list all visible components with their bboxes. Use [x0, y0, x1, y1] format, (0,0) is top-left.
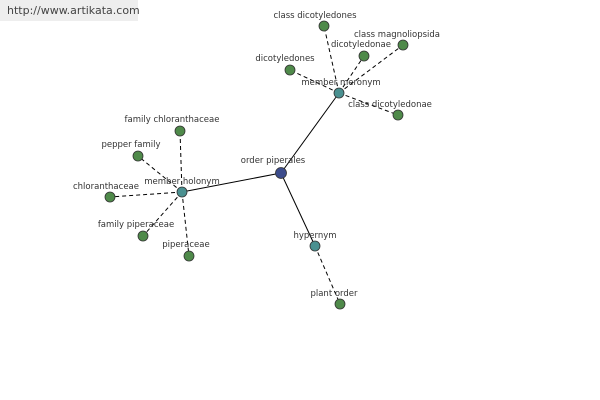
- edge-member-meronym-to-dicotyledonae: [338, 55, 365, 94]
- node-label-dicotyledonae[interactable]: dicotyledonae: [331, 40, 391, 50]
- node-class-dicotyledones[interactable]: [318, 20, 330, 32]
- node-plant-order[interactable]: [334, 298, 346, 310]
- watermark-link[interactable]: http://www.artikata.com: [0, 0, 140, 21]
- node-label-class-dicotyledones[interactable]: class dicotyledones: [273, 11, 357, 21]
- edge-member-holonym-to-family-piperaceae: [142, 191, 183, 237]
- edge-order-piperales-to-member-holonym: [181, 172, 282, 193]
- node-dicotyledonae[interactable]: [358, 50, 370, 62]
- node-label-member-holonym[interactable]: member holonym: [144, 177, 219, 187]
- edge-member-meronym-to-class-magnoliopsida: [338, 44, 404, 94]
- edge-member-meronym-to-dicotyledones: [289, 69, 340, 94]
- node-label-class-magnoliopsida[interactable]: class magnoliopsida: [354, 30, 440, 40]
- edge-order-piperales-to-hypernym: [280, 172, 316, 247]
- node-hypernym[interactable]: [309, 240, 321, 252]
- node-chloranthaceae[interactable]: [104, 191, 116, 203]
- edge-hypernym-to-plant-order: [314, 245, 341, 305]
- node-label-class-dicotyledonae[interactable]: class dicotyledonae: [348, 100, 432, 110]
- edge-member-meronym-to-class-dicotyledonae: [338, 92, 399, 116]
- node-piperaceae[interactable]: [183, 250, 195, 262]
- node-label-pepper-family[interactable]: pepper family: [101, 140, 160, 150]
- edge-member-holonym-to-family-chloranthaceae: [179, 130, 183, 193]
- node-label-dicotyledones[interactable]: dicotyledones: [255, 54, 315, 64]
- node-family-piperaceae[interactable]: [137, 230, 149, 242]
- node-label-chloranthaceae[interactable]: chloranthaceae: [73, 182, 139, 192]
- node-pepper-family[interactable]: [132, 150, 144, 162]
- node-label-family-piperaceae[interactable]: family piperaceae: [98, 220, 174, 230]
- edges-layer: [109, 25, 404, 305]
- node-member-holonym[interactable]: [176, 186, 188, 198]
- nodes-layer: order piperales member meronym member holo…: [73, 11, 440, 310]
- node-label-family-chloranthaceae[interactable]: family chloranthaceae: [125, 115, 220, 125]
- node-label-piperaceae[interactable]: piperaceae: [162, 240, 209, 250]
- node-family-chloranthaceae[interactable]: [174, 125, 186, 137]
- edge-member-holonym-to-chloranthaceae: [109, 191, 183, 198]
- edge-member-holonym-to-piperaceae: [181, 191, 190, 257]
- node-class-dicotyledonae[interactable]: [392, 109, 404, 121]
- node-label-member-meronym[interactable]: member meronym: [301, 78, 380, 88]
- labels-layer: order piperales member meronym member holo…: [73, 11, 440, 299]
- node-label-plant-order[interactable]: plant order: [310, 289, 358, 299]
- node-member-meronym[interactable]: [333, 87, 345, 99]
- node-class-magnoliopsida[interactable]: [397, 39, 409, 51]
- edge-member-holonym-to-pepper-family: [137, 155, 183, 193]
- edge-order-piperales-to-member-meronym: [280, 92, 340, 174]
- node-dicotyledones[interactable]: [284, 64, 296, 76]
- node-order-piperales[interactable]: [275, 167, 287, 179]
- node-label-order-piperales[interactable]: order piperales: [241, 156, 306, 166]
- edge-member-meronym-to-class-dicotyledones: [323, 25, 340, 94]
- node-label-hypernym[interactable]: hypernym: [293, 231, 336, 241]
